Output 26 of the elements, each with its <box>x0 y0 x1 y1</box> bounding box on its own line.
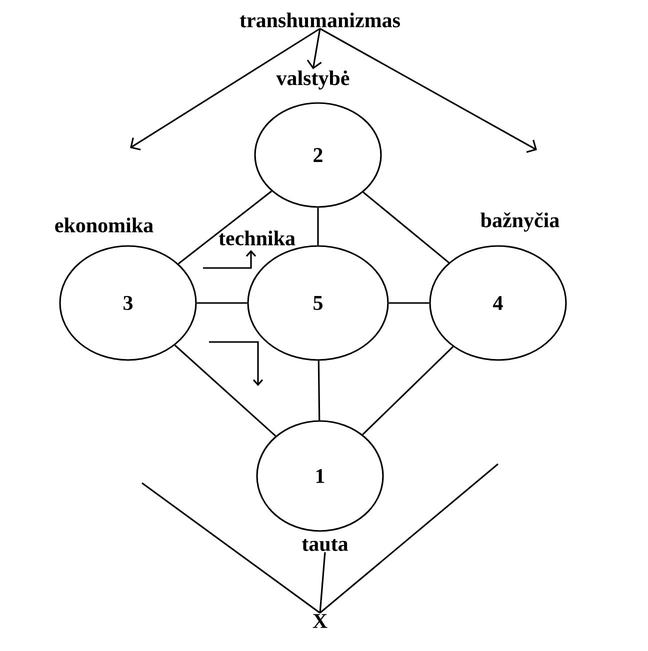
connector-line <box>317 208 319 246</box>
node-caption: technika <box>218 230 296 246</box>
ellipse-node: 2 <box>254 102 382 208</box>
node-caption: valstybė <box>276 70 350 90</box>
node-caption: ekonomika <box>55 218 154 232</box>
connector-line <box>178 190 272 264</box>
ellipse-node: 1 <box>256 420 384 532</box>
node-caption: bažnyčia <box>480 212 560 232</box>
connector-line <box>319 463 498 614</box>
connector-line <box>388 302 430 304</box>
connector-line <box>318 360 320 420</box>
ellipse-node: 3 <box>59 245 197 361</box>
arrow <box>130 28 320 150</box>
connector-line <box>362 192 450 264</box>
connector-line <box>142 482 320 614</box>
node-label: transhumanizmas <box>240 12 400 28</box>
connector-line <box>174 344 276 437</box>
connector-line <box>319 552 326 613</box>
ellipse-node: 5 <box>247 245 389 361</box>
node-label: X <box>312 614 328 628</box>
node-caption: tauta <box>302 538 348 552</box>
connector-line <box>362 346 454 436</box>
connector-line <box>196 302 248 304</box>
arrow <box>306 28 322 70</box>
ellipse-node: 4 <box>429 245 567 361</box>
arrow <box>320 28 537 153</box>
